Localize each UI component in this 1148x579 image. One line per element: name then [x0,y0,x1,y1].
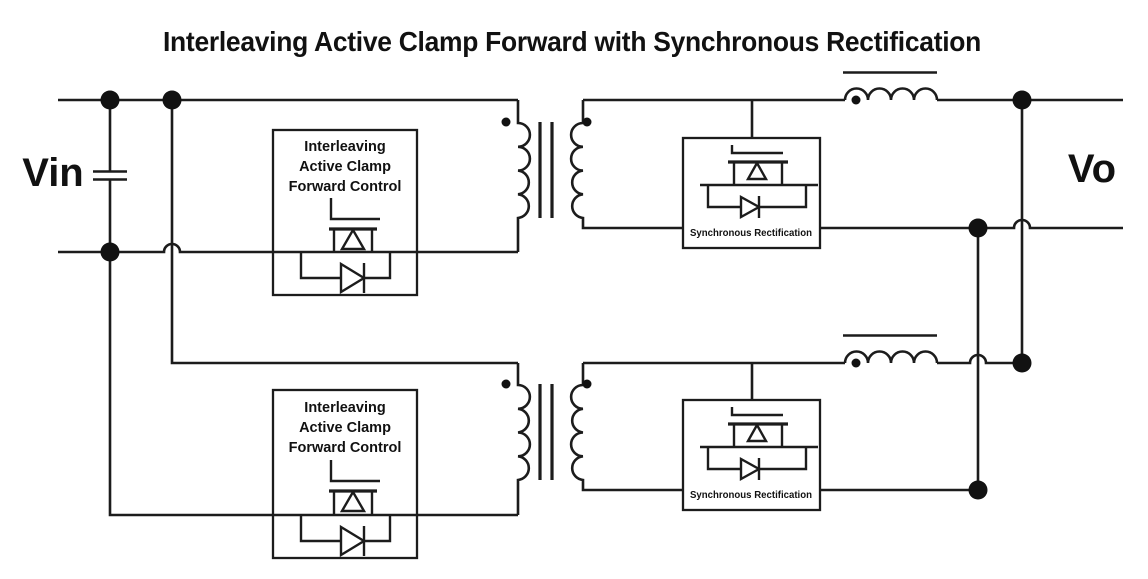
transformer-2 [501,363,683,515]
transformer-2-secondary-winding [569,363,683,492]
input-voltage-label: Vin [22,151,84,195]
inductor-1-winding [843,87,939,101]
transformer-2-primary-winding [516,363,532,515]
sync-rect-block-2-box [681,398,822,512]
mosfet-arrow [339,489,367,513]
output-voltage-label: Vo [1068,147,1116,191]
output-inductor-2 [843,334,939,368]
sync-rect-block-2: Synchronous Rectification [681,398,822,512]
junction-dot [100,242,120,262]
control-block-2: Interleaving Active Clamp Forward Contro… [271,388,419,560]
junction-dot [162,90,182,110]
junction-dot [1012,90,1032,110]
junction-dot [100,90,120,110]
wire-output-rail-2 [937,353,1022,365]
control-1-mosfet-diode-symbol [299,198,392,295]
diode-triangle [339,524,367,558]
wire-lower-primary-feed [170,100,518,365]
sync-rect-block-2-label: Synchronous Rectification [690,489,812,501]
transformer-1-secondary-polarity-dot [582,117,592,127]
transformer-2-core [538,384,554,480]
wire-lower-control-rail [108,252,518,517]
transformer-1-secondary-winding [569,100,683,230]
sync-1-mosfet-diode-symbol [700,145,818,220]
control-block-2-label-line2: Active Clamp [299,420,391,436]
inductor-2-winding [843,350,939,364]
inductor-2-polarity-dot [851,358,861,368]
sync-rect-block-1-label: Synchronous Rectification [690,227,812,239]
junction-dot [968,480,988,500]
mosfet-arrow [745,160,769,181]
wires [58,71,1123,517]
diagram-title: Interleaving Active Clamp Forward with S… [163,26,981,57]
mosfet-legs [332,229,374,251]
mosfet-legs [332,491,374,514]
sync-rect-block-1-box [681,136,822,250]
control-block-1: Interleaving Active Clamp Forward Contro… [271,128,419,297]
junction-dot [968,218,988,238]
diode-triangle [339,261,367,295]
control-block-1-label-line3: Forward Control [289,179,402,195]
input-capacitor [93,100,127,252]
transformer-1-primary-winding [516,100,532,252]
junction-dots [100,90,1032,500]
control-block-2-label-line1: Interleaving [304,400,385,416]
junction-dot [1012,353,1032,373]
mosfet-gate [329,460,380,483]
transformer-1-core [538,122,554,218]
transformer-2-primary-polarity-dot [501,379,511,389]
inductor-1-polarity-dot [851,95,861,105]
mosfet-arrow [745,422,769,443]
mosfet-gate [329,198,380,221]
sync-rect-block-1: Synchronous Rectification [681,136,822,250]
transformer-1-primary-polarity-dot [501,117,511,127]
control-block-1-label-line1: Interleaving [304,139,385,155]
diode-triangle [739,456,762,482]
sync-2-mosfet-diode-symbol [700,407,818,482]
control-block-1-label-line2: Active Clamp [299,159,391,175]
transformer-1 [501,100,683,252]
control-2-mosfet-diode-symbol [299,460,392,558]
output-inductor-1 [843,71,939,105]
mosfet-gate [730,145,783,155]
diode-triangle [739,194,762,220]
wire-return-rail-1 [820,218,1123,230]
mosfet-legs [732,162,784,184]
control-block-2-label-line3: Forward Control [289,440,402,456]
transformer-2-secondary-polarity-dot [582,379,592,389]
mosfet-legs [732,424,784,446]
mosfet-arrow [339,227,367,251]
mosfet-gate [730,407,783,417]
